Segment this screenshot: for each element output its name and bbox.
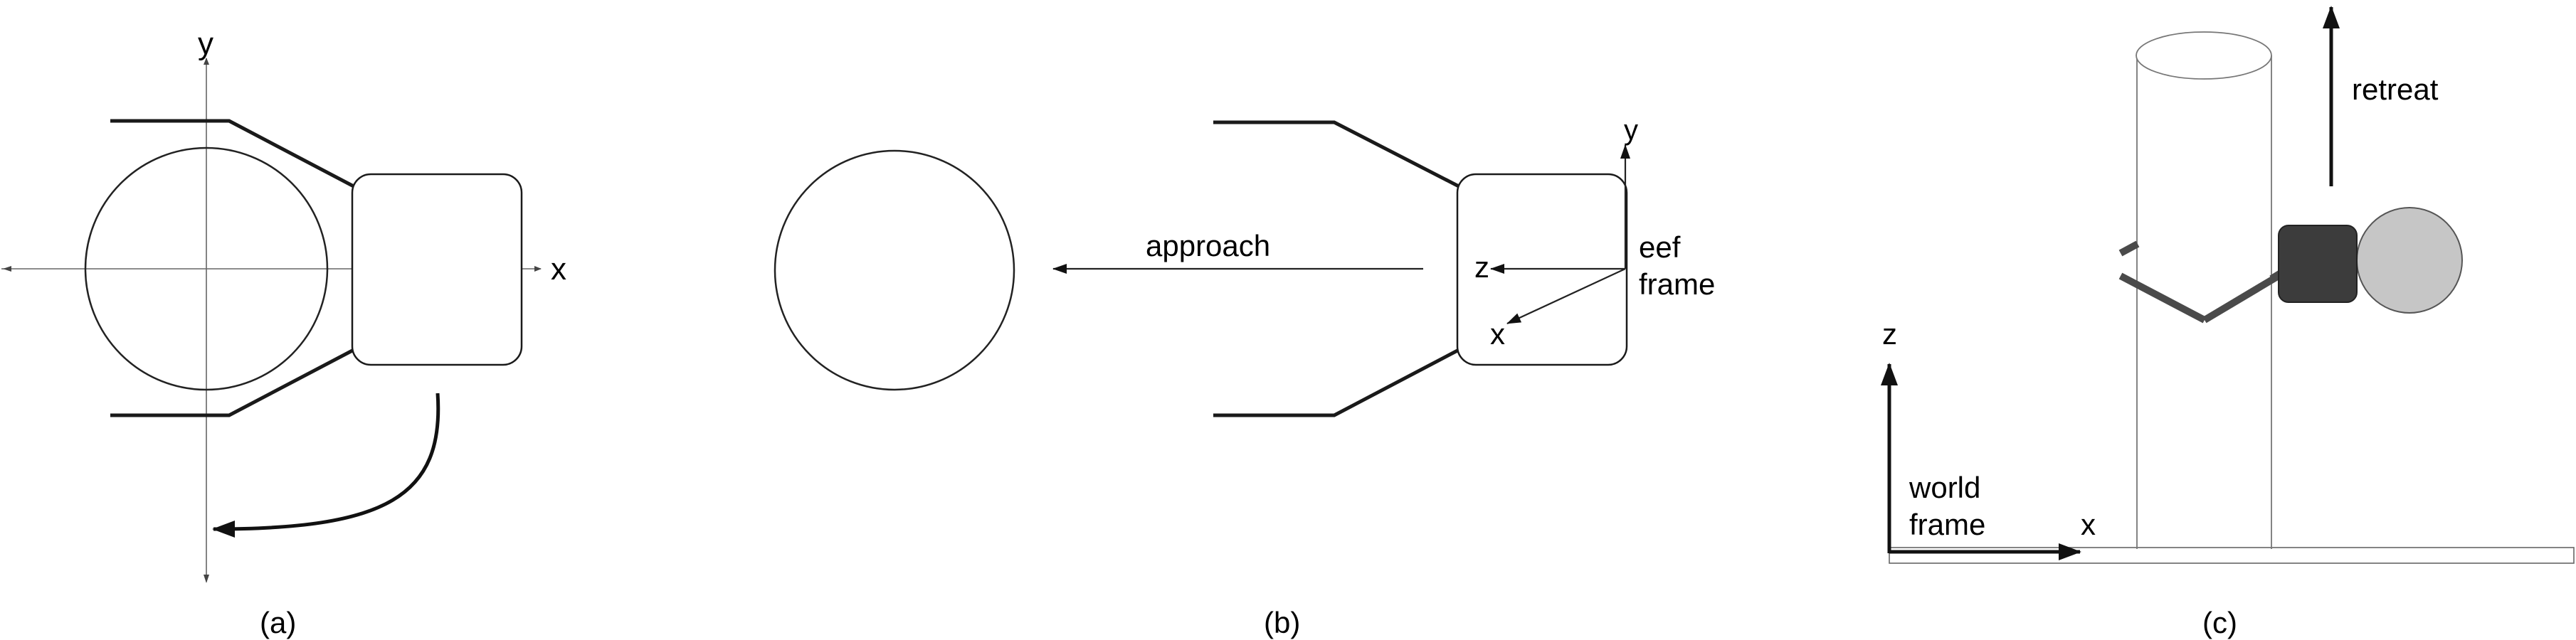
world-x-label: x [2081,508,2096,541]
world-frame-label-line1: world [1909,471,1980,504]
gripper-finger-back [2118,240,2140,257]
gripper-body [2278,225,2358,303]
gripper-finger-bottom [110,348,355,417]
retreat-label: retreat [2352,73,2439,106]
gripper-body [351,173,523,366]
gripper-finger-bottom [1213,348,1460,417]
caption-b: (b) [1264,606,1300,639]
caption-c: (c) [2202,606,2237,639]
eef-frame-label-line1: eef [1639,230,1681,264]
x-axis-neg-arrow [3,266,11,272]
panel-a: y x (a) [1,26,566,639]
eef-frame-label-line2: frame [1639,267,1715,301]
axis-label-y: y [198,26,213,61]
gripper-finger-top [110,119,355,188]
world-z-label: z [1882,317,1897,351]
panel-b: approach y z x eef frame (b) [774,114,1715,639]
panel-c: retreat z x world frame (c) [1881,6,2575,639]
eef-z-label: z [1474,250,1489,284]
ground-plate [1889,547,2575,564]
eef-x-axis [1506,268,1626,324]
y-axis-neg-arrow [204,575,209,583]
gripper-finger-link [2202,272,2281,324]
gripper-ball [2356,207,2463,314]
eef-y-label: y [1624,114,1638,146]
gripper-finger-top [1213,120,1460,188]
cylinder-top [2136,31,2272,80]
object-circle [84,146,329,391]
approach-label: approach [1146,229,1270,262]
eef-x-label: x [1490,317,1505,351]
world-frame-label-line2: frame [1909,508,1985,541]
caption-a: (a) [260,606,296,639]
object-circle [774,149,1015,391]
rotation-arrow [212,393,440,538]
axis-label-x: x [551,252,566,287]
gripper-finger-front [2118,272,2207,324]
